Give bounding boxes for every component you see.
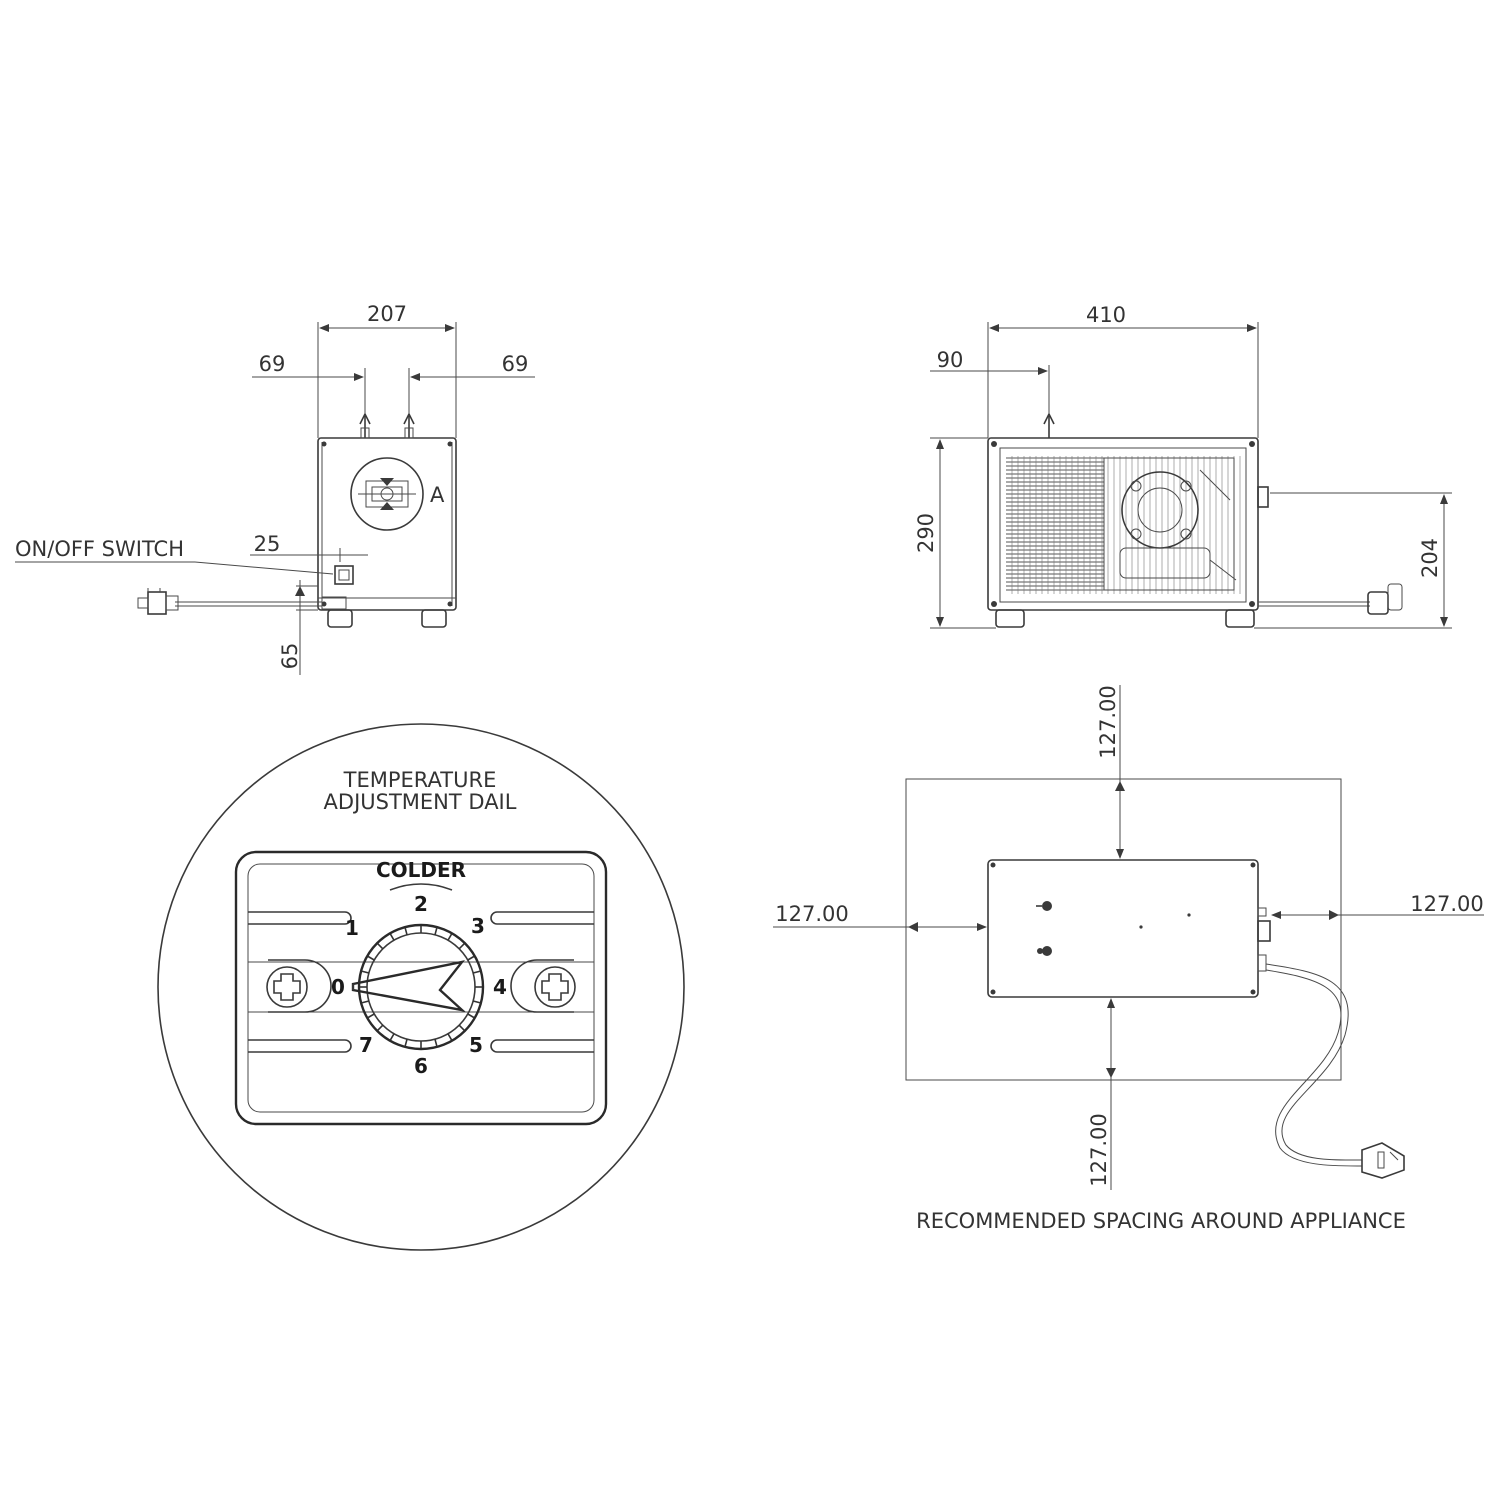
knob-grip-tick — [472, 1000, 481, 1004]
front-dim-height-label: 290 — [914, 513, 938, 553]
spacing-dim-right-label: 127.00 — [1410, 892, 1483, 916]
water-connector-right — [403, 412, 415, 439]
knob-grip-tick — [361, 1000, 370, 1004]
condenser-fins — [1006, 456, 1241, 594]
appliance-top-outline — [987, 859, 1259, 998]
side-foot-right — [421, 609, 447, 628]
dial-number-0: 0 — [331, 975, 345, 999]
spacing-caption: RECOMMENDED SPACING AROUND APPLIANCE — [916, 1209, 1406, 1233]
detail-a-callout — [350, 457, 424, 531]
dial-detail: TEMPERATURE ADJUSTMENT DAIL — [157, 723, 685, 1251]
temperature-knob — [351, 923, 485, 1051]
dial-faceplate — [234, 850, 608, 1126]
uk-plug-icon — [1361, 1142, 1405, 1179]
dial-number-4: 4 — [493, 975, 507, 999]
spacing-view: 127.00 127.00 127.00 127.00 RECOMMENDED … — [773, 685, 1484, 1233]
front-dim-offset-label: 90 — [937, 348, 964, 372]
top-power-cable — [1265, 963, 1405, 1179]
on-off-switch-icon — [334, 565, 354, 585]
front-foot-right — [1225, 609, 1255, 628]
side-view-body — [317, 437, 457, 611]
dim-width-label: 207 — [367, 302, 407, 326]
detail-a-label: A — [430, 483, 445, 507]
knob-grip-tick — [404, 1038, 408, 1047]
front-dim-width-label: 410 — [1086, 303, 1126, 327]
dim-height-bottom-label: 65 — [278, 643, 302, 670]
knob-grip-tick — [458, 943, 465, 950]
screw-left-icon — [266, 959, 332, 1013]
detail-circle — [157, 723, 685, 1251]
clearance-zone — [905, 778, 1342, 1081]
spacing-dim-bottom-label: 127.00 — [1087, 1113, 1111, 1186]
screw-right-icon — [510, 959, 576, 1013]
dial-title-line2: ADJUSTMENT DAIL — [324, 790, 517, 814]
dial-number-2: 2 — [414, 892, 428, 916]
knob-grip-tick — [404, 927, 408, 936]
water-connector-left — [359, 412, 371, 439]
knob-grip-tick — [472, 970, 481, 974]
knob-grip-tick — [434, 1038, 438, 1047]
colder-arc — [389, 883, 453, 891]
side-power-cable — [137, 588, 347, 615]
side-view: A 207 69 69 25 — [15, 302, 535, 675]
compressor-fan-icon — [1103, 457, 1237, 591]
spacing-dim-top-label: 127.00 — [1096, 685, 1120, 758]
colder-label: COLDER — [376, 858, 466, 882]
knob-grip-tick — [447, 1033, 453, 1041]
knob-grip-tick — [361, 970, 370, 974]
front-foot-left — [995, 609, 1025, 628]
front-switch-icon — [1257, 486, 1269, 508]
dim-right-offset-label: 69 — [502, 352, 529, 376]
dial-number-1: 1 — [345, 916, 359, 940]
knob-grip-tick — [389, 933, 395, 941]
knob-grip-tick — [434, 927, 438, 936]
front-dim-cable-height-label: 204 — [1418, 538, 1442, 578]
top-connectors-icon — [1036, 901, 1191, 956]
knob-grip-tick — [389, 1033, 395, 1041]
front-view-body — [987, 437, 1259, 611]
knob-grip-tick — [377, 943, 384, 950]
dial-number-6: 6 — [414, 1054, 428, 1078]
on-off-switch-label: ON/OFF SWITCH — [15, 537, 184, 561]
front-view: 410 90 290 204 — [914, 303, 1452, 629]
knob-grip-tick — [367, 955, 375, 961]
dim-left-offset-label: 69 — [259, 352, 286, 376]
front-power-cable — [1258, 583, 1403, 615]
knob-grip-tick — [447, 933, 453, 941]
dial-number-3: 3 — [471, 914, 485, 938]
top-switch-icon — [1257, 920, 1271, 942]
knob-grip-tick — [467, 1013, 475, 1019]
knob-grip-tick — [458, 1024, 465, 1031]
spacing-dim-left-label: 127.00 — [775, 902, 848, 926]
knob-grip-tick — [367, 1013, 375, 1019]
front-water-connector — [1043, 412, 1055, 438]
dim-switch-label: 25 — [254, 532, 281, 556]
switch-leader-line — [194, 561, 334, 575]
knob-grip-tick — [467, 955, 475, 961]
dial-number-5: 5 — [469, 1033, 483, 1057]
side-foot-left — [327, 609, 353, 628]
dial-title-line1: TEMPERATURE — [343, 768, 497, 792]
dial-number-7: 7 — [359, 1033, 373, 1057]
knob-grip-tick — [377, 1024, 384, 1031]
